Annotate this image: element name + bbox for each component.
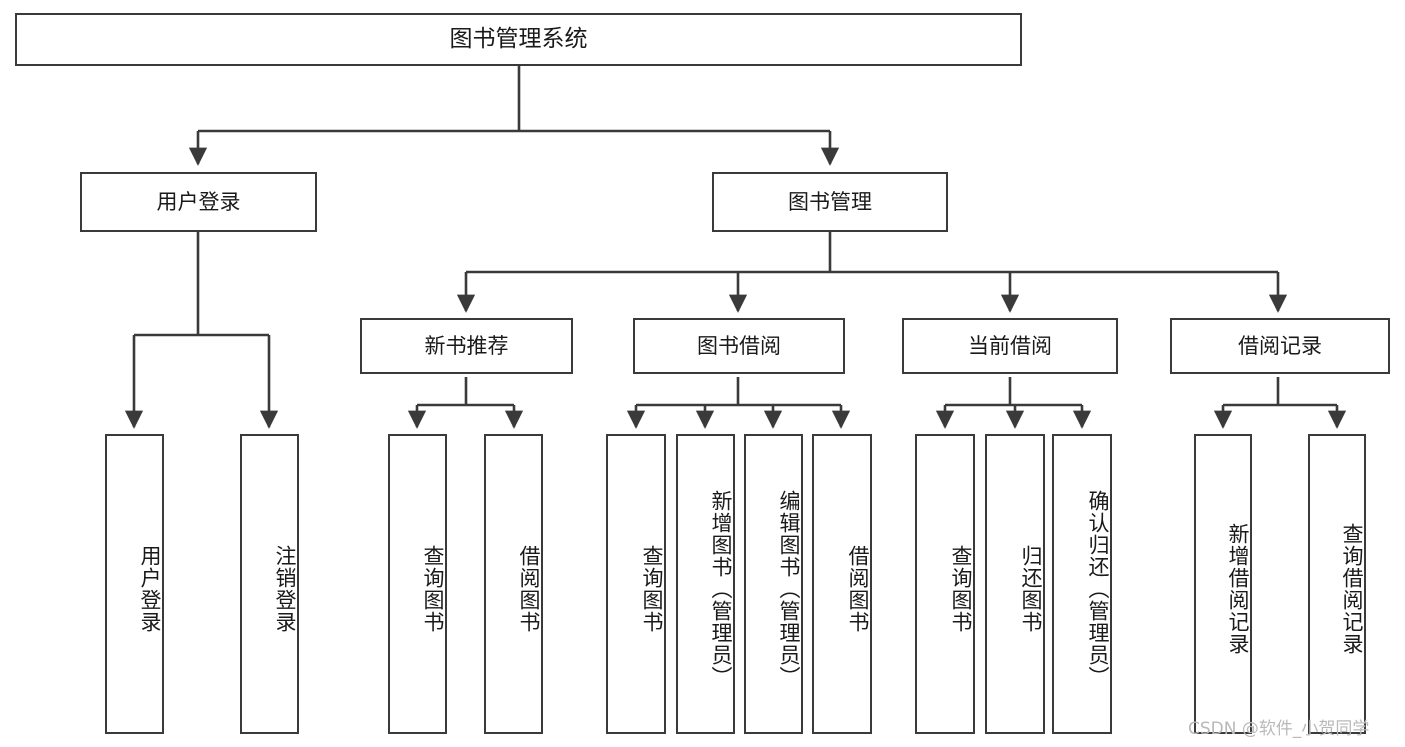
node-label: 新书推荐: [424, 333, 509, 358]
node-label: 借阅记录: [1238, 333, 1322, 358]
node-label: 查询图书: [421, 545, 445, 633]
leaf-recommend-query-book[interactable]: 查询图书: [388, 434, 447, 734]
node-label: 查询借阅记录: [1340, 523, 1364, 655]
leaf-user-login-signin[interactable]: 用户登录: [105, 434, 164, 734]
leaf-current-confirm-return-admin[interactable]: 确认归还（管理员）: [1052, 434, 1112, 734]
leaf-current-query-book[interactable]: 查询图书: [915, 434, 975, 734]
node-label: 确认归还（管理员）: [1086, 490, 1110, 688]
node-label: 查询图书: [640, 545, 664, 633]
node-book-management[interactable]: 图书管理: [712, 172, 948, 232]
leaf-recommend-borrow-book[interactable]: 借阅图书: [484, 434, 543, 734]
node-label: 归还图书: [1019, 545, 1043, 633]
leaf-record-add-record[interactable]: 新增借阅记录: [1194, 434, 1252, 734]
node-label: 注销登录: [273, 545, 297, 633]
node-book-borrow[interactable]: 图书借阅: [633, 318, 845, 374]
node-label: 新增图书（管理员）: [709, 490, 733, 688]
leaf-record-query-record[interactable]: 查询借阅记录: [1308, 434, 1366, 734]
leaf-borrow-borrow-book[interactable]: 借阅图书: [812, 434, 872, 734]
node-label: 图书管理系统: [449, 25, 588, 52]
csdn-watermark: CSDN @软件_小贺同学: [1188, 719, 1370, 739]
node-borrow-record[interactable]: 借阅记录: [1170, 318, 1390, 374]
leaf-borrow-add-book-admin[interactable]: 新增图书（管理员）: [676, 434, 735, 734]
node-label: 查询图书: [949, 545, 973, 633]
node-label: 图书管理: [788, 189, 872, 214]
node-root-system[interactable]: 图书管理系统: [15, 13, 1022, 66]
node-label: 编辑图书（管理员）: [777, 490, 801, 688]
node-label: 用户登录: [138, 545, 162, 633]
node-label: 用户登录: [156, 189, 241, 214]
leaf-user-login-signout[interactable]: 注销登录: [240, 434, 299, 734]
node-current-borrow[interactable]: 当前借阅: [902, 318, 1118, 374]
node-label: 当前借阅: [968, 333, 1052, 358]
node-label: 借阅图书: [517, 545, 541, 633]
leaf-borrow-edit-book-admin[interactable]: 编辑图书（管理员）: [744, 434, 803, 734]
node-new-book-recommend[interactable]: 新书推荐: [360, 318, 573, 374]
leaf-borrow-query-book[interactable]: 查询图书: [606, 434, 666, 734]
leaf-current-return-book[interactable]: 归还图书: [985, 434, 1045, 734]
node-user-login[interactable]: 用户登录: [80, 172, 317, 232]
node-label: 图书借阅: [697, 333, 781, 358]
node-label: 新增借阅记录: [1226, 523, 1250, 655]
node-label: 借阅图书: [846, 545, 870, 633]
